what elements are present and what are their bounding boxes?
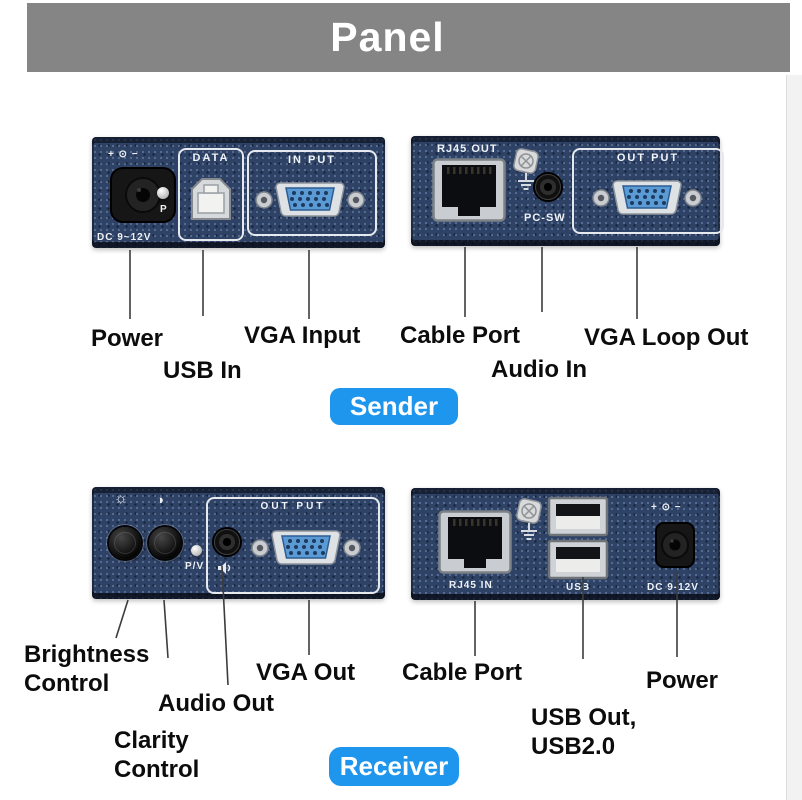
power-callout: Power xyxy=(91,325,164,352)
pv-led xyxy=(191,545,202,556)
power-led xyxy=(157,187,169,199)
rj45-out-label: RJ45 OUT xyxy=(437,143,498,155)
vga-output-box: OUT PUT xyxy=(206,497,380,594)
clarity-control-callout: Clarity Control xyxy=(114,727,200,783)
brightness-knob xyxy=(109,527,141,559)
vga-output-box: OUT PUT xyxy=(572,148,724,234)
vga-input-box: IN PUT xyxy=(247,150,377,236)
dc-power-jack-icon xyxy=(655,522,695,568)
brightness-control-callout: Brightness Control xyxy=(24,641,150,697)
usb-in-callout: USB In xyxy=(163,357,242,384)
data-box-label: DATA xyxy=(192,152,230,164)
sender-back-panel: RJ45 OUT PC-SW OUT PUT xyxy=(411,136,724,246)
vga-connector-icon xyxy=(255,182,365,217)
clarity-knob xyxy=(149,527,181,559)
usb-out-callout: USB Out, USB2.0 xyxy=(531,704,637,760)
pc-sw-audio-jack-icon xyxy=(535,174,561,200)
output-box-label: OUT PUT xyxy=(616,152,680,164)
vga-connector-icon xyxy=(251,530,361,565)
cable-port-callout-receiver: Cable Port xyxy=(402,659,523,686)
sender-badge-label: Sender xyxy=(349,391,439,421)
dc-voltage-label: DC 9~12V xyxy=(97,232,152,243)
led-label: P xyxy=(160,204,168,215)
receiver-badge: Receiver xyxy=(329,747,459,786)
usb-label: USB xyxy=(566,582,591,593)
input-box-label: IN PUT xyxy=(287,154,337,166)
page-title: Panel xyxy=(330,14,445,60)
dc-voltage-label: DC 9-12V xyxy=(647,582,699,593)
right-gutter xyxy=(786,75,802,800)
contrast-icon: ◑ xyxy=(156,492,164,507)
vga-loop-out-callout: VGA Loop Out xyxy=(584,324,749,351)
rj45-port-icon xyxy=(432,158,506,222)
pc-sw-label: PC-SW xyxy=(524,212,566,224)
vga-connector-icon xyxy=(592,180,702,215)
sun-icon: ☼ xyxy=(114,490,128,507)
speaker-icon xyxy=(218,562,231,574)
audio-out-jack-icon xyxy=(214,529,240,555)
vga-input-callout: VGA Input xyxy=(244,322,361,349)
data-port-box: DATA xyxy=(178,148,244,241)
cable-port-callout-sender: Cable Port xyxy=(400,322,521,349)
dual-usb-a-ports-icon xyxy=(547,496,609,580)
output-box-label: OUT PUT xyxy=(260,501,326,512)
usb-b-port-icon xyxy=(191,178,231,220)
pv-led-label: P/V xyxy=(185,561,205,572)
power-callout-receiver: Power xyxy=(646,667,719,694)
audio-in-callout: Audio In xyxy=(491,356,587,383)
receiver-back-panel: RJ45 IN USB + ⊙ − DC 9-12V xyxy=(411,488,720,600)
title-banner: Panel xyxy=(27,3,790,72)
receiver-badge-label: Receiver xyxy=(339,751,449,781)
rj45-port-icon xyxy=(438,510,512,574)
ground-screw-icon xyxy=(516,498,542,540)
sender-badge: Sender xyxy=(330,388,458,425)
polarity-icon: + ⊙ − xyxy=(651,502,682,513)
polarity-icon: + ⊙ − xyxy=(108,149,139,160)
rj45-in-label: RJ45 IN xyxy=(449,580,493,591)
sender-front-panel: + ⊙ − DC 9~12V P DATA IN PUT xyxy=(92,137,385,248)
audio-out-callout: Audio Out xyxy=(158,690,274,717)
receiver-front-panel: ☼ ◑ P/V OUT PUT xyxy=(92,487,385,599)
ground-screw-icon xyxy=(513,148,539,190)
vga-out-callout: VGA Out xyxy=(256,659,356,686)
